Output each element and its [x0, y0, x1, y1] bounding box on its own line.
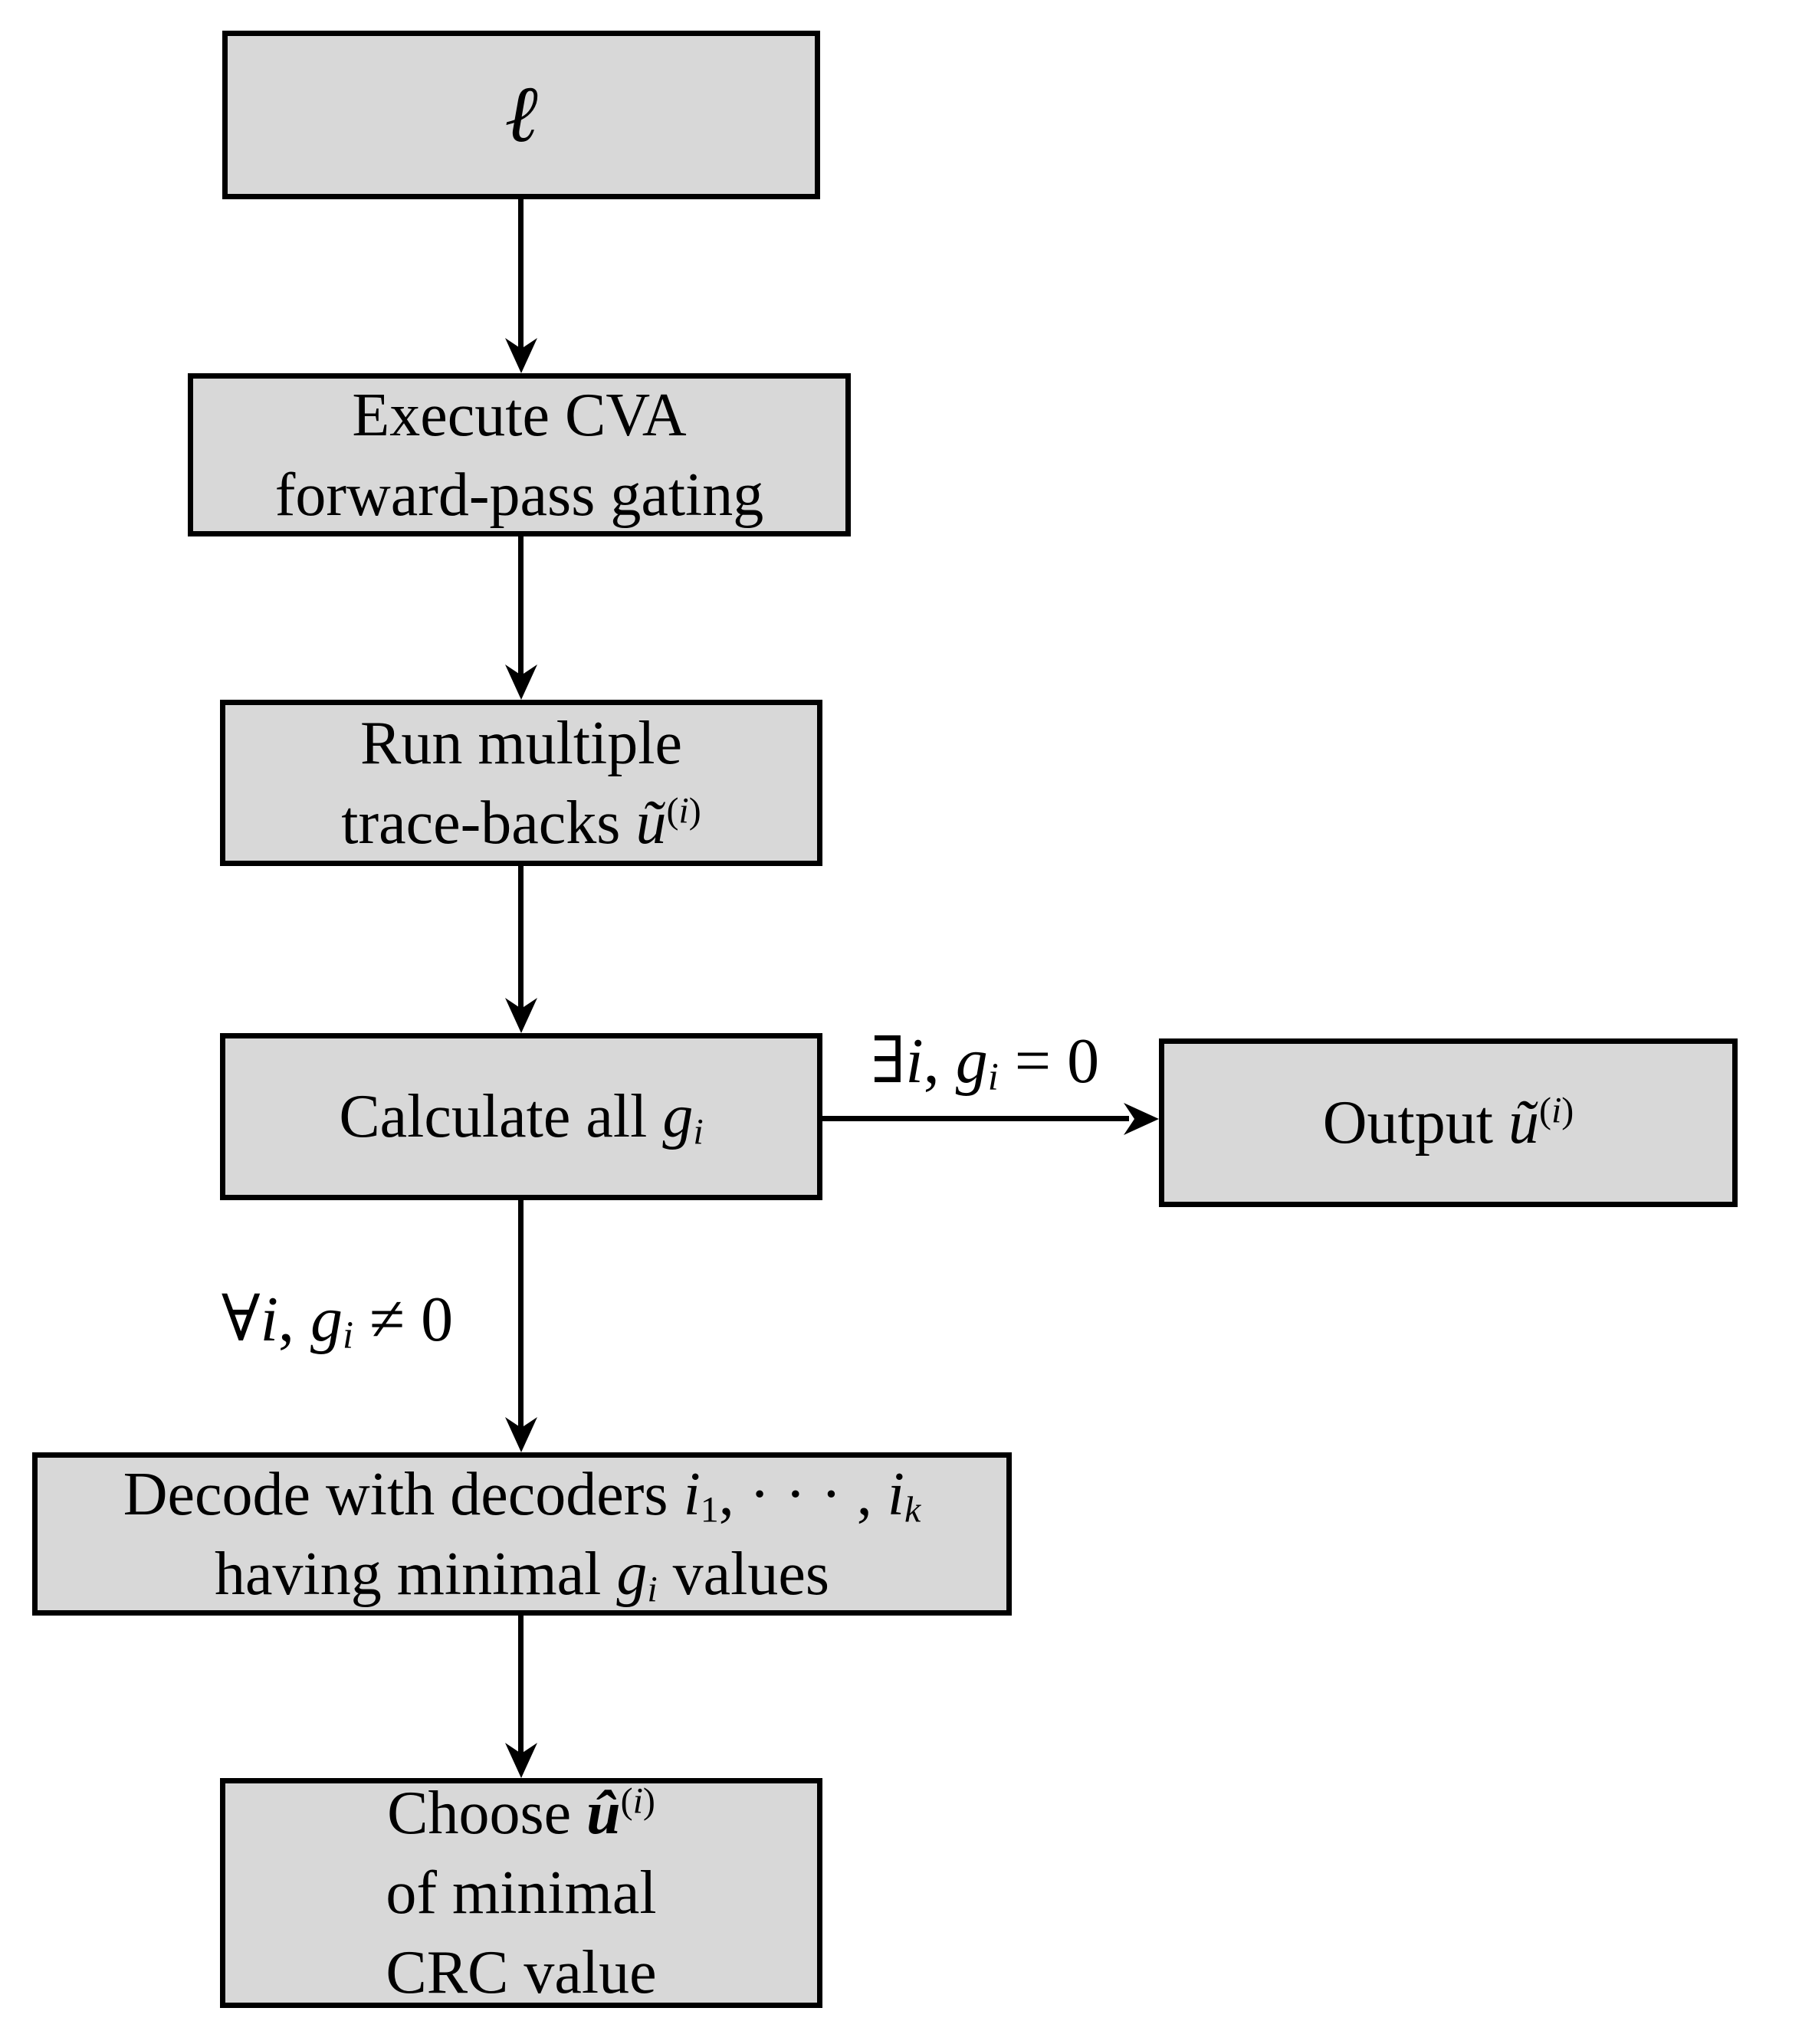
i1-symbol: i [683, 1460, 701, 1528]
decode-node-line2: having minimal gi values [214, 1540, 830, 1610]
arrowhead-down-gating-to-traceback [505, 664, 537, 700]
arrowhead-down-decode-to-choose [505, 1743, 537, 1778]
choose-text: Choose [387, 1780, 587, 1847]
traceback-node-line2: trace-backs ũ(i) [341, 783, 701, 863]
choose-superscript: (i) [620, 1780, 655, 1822]
output-node: Output ũ(i) [1159, 1038, 1738, 1207]
gating-node-line2: forward-pass gating [274, 461, 764, 529]
choose-node-line3: CRC value [386, 1939, 657, 2006]
dots-separator: , · · · , [718, 1460, 888, 1528]
u-hat-symbol: û [586, 1780, 621, 1847]
u-tilde-symbol: ũ [635, 789, 667, 857]
arrowhead-right-calculate-to-output [1124, 1103, 1159, 1135]
arrow-decode-to-choose-line [518, 1616, 524, 1754]
arrow-calculate-to-decode-line [518, 1200, 524, 1428]
exists-quantifier: ∃ [870, 1025, 906, 1097]
decode-text: Decode with decoders [123, 1460, 684, 1528]
decode-node: Decode with decoders i1, · · · , ik havi… [32, 1452, 1012, 1616]
traceback-superscript: (i) [666, 790, 701, 832]
output-superscript: (i) [1538, 1090, 1574, 1131]
arrow-input-to-gating-line [518, 198, 524, 349]
arrowhead-down-traceback-to-calculate [505, 998, 537, 1033]
traceback-node-line1: Run multiple [360, 709, 682, 777]
forall-branch-label: ∀i, gi ≠ 0 [221, 1284, 454, 1357]
g-subscript: i [693, 1111, 704, 1153]
exists-branch-label: ∃i, gi = 0 [870, 1025, 1100, 1099]
choose-node-line2: of minimal [386, 1859, 657, 1927]
arrowhead-down-input-to-gating [505, 338, 537, 373]
input-node: ℓ [222, 31, 820, 199]
u-tilde-symbol: ũ [1508, 1089, 1539, 1157]
calculate-node-label: Calculate all gi [339, 1077, 703, 1157]
choose-node-line1: Choose û(i) [387, 1773, 655, 1853]
arrow-calculate-to-output-line [822, 1116, 1129, 1121]
ell-symbol: ℓ [504, 71, 538, 159]
gating-node-line1: Execute CVA [352, 381, 687, 449]
decode-node-line1: Decode with decoders i1, · · · , ik [123, 1460, 921, 1531]
g-symbol: g [662, 1083, 694, 1150]
output-node-label: Output ũ(i) [1323, 1083, 1574, 1163]
g-symbol: g [616, 1540, 648, 1608]
ik-symbol: i [887, 1460, 904, 1528]
output-text: Output [1322, 1089, 1508, 1157]
calculate-text: Calculate all [339, 1083, 663, 1150]
choose-node: Choose û(i) of minimal CRC value [220, 1778, 822, 2008]
forall-quantifier: ∀ [221, 1284, 261, 1355]
calculate-node: Calculate all gi [220, 1033, 822, 1200]
arrow-gating-to-traceback-line [518, 535, 524, 675]
input-node-label: ℓ [504, 63, 537, 166]
arrow-traceback-to-calculate-line [518, 865, 524, 1009]
gating-node: Execute CVA forward-pass gating [188, 373, 851, 536]
traceback-node: Run multiple trace-backs ũ(i) [220, 700, 822, 866]
traceback-text: trace-backs [341, 789, 636, 857]
arrowhead-down-calculate-to-decode [505, 1417, 537, 1452]
